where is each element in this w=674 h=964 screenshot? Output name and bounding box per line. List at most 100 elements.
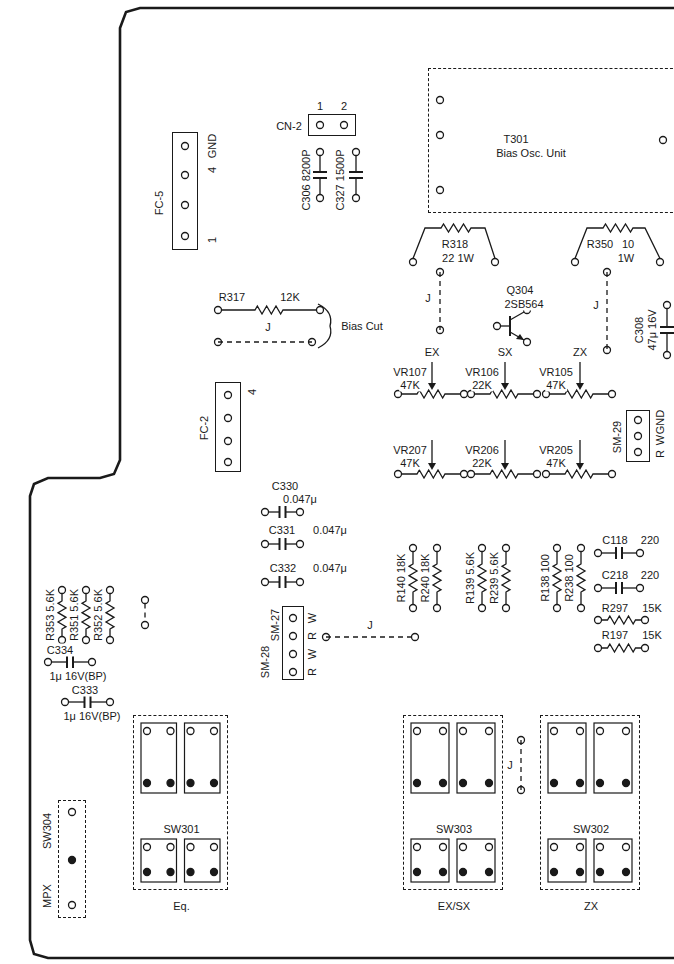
resistor-symbol bbox=[577, 552, 585, 605]
solder-pad bbox=[437, 132, 444, 139]
bracket bbox=[318, 304, 331, 348]
solder-pad bbox=[440, 780, 447, 787]
capacitor-plate bbox=[279, 506, 281, 518]
resistor-symbol bbox=[502, 552, 510, 605]
part-name: FC-5 bbox=[153, 190, 166, 216]
component-label: R139 5.6K bbox=[464, 551, 477, 605]
capacitor-plate bbox=[621, 547, 623, 559]
solder-pad bbox=[437, 187, 444, 194]
capacitor-lead bbox=[269, 511, 280, 512]
solder-pad bbox=[486, 728, 493, 735]
switch-contact bbox=[548, 723, 586, 793]
solder-pad bbox=[62, 699, 69, 706]
wiper-arrow bbox=[431, 362, 432, 384]
solder-pad bbox=[468, 391, 475, 398]
component-label: VR207 bbox=[392, 444, 428, 457]
solder-pad bbox=[107, 587, 114, 594]
solder-pad bbox=[623, 869, 630, 876]
solder-pad bbox=[543, 471, 550, 478]
component-label: C327 1500P bbox=[334, 148, 347, 211]
component-label: 0.047μ bbox=[282, 493, 318, 506]
part-caption: SM-28 bbox=[259, 645, 272, 679]
part-name: SW303 bbox=[435, 823, 473, 836]
capacitor-lead bbox=[286, 581, 297, 582]
solder-pad bbox=[434, 605, 441, 612]
solder-pad bbox=[460, 780, 467, 787]
solder-pad bbox=[414, 780, 421, 787]
capacitor-plate bbox=[615, 547, 617, 559]
solder-pad bbox=[578, 545, 585, 552]
component-label: EX bbox=[424, 346, 441, 359]
solder-pad bbox=[486, 780, 493, 787]
solder-pad bbox=[486, 844, 493, 851]
solder-pad bbox=[437, 97, 444, 104]
arrow-head bbox=[576, 383, 584, 390]
solder-pad bbox=[460, 844, 467, 851]
part-caption: MPX bbox=[41, 883, 54, 909]
wiper-arrow bbox=[579, 440, 580, 464]
part-caption: ZX bbox=[583, 900, 599, 913]
solder-pad bbox=[410, 259, 417, 266]
component-label: 15K bbox=[641, 629, 663, 642]
resistor-symbol bbox=[553, 552, 561, 605]
solder-pad bbox=[635, 449, 642, 456]
solder-pad bbox=[410, 605, 417, 612]
part-name: SW301 bbox=[162, 823, 200, 836]
component-label: R297 bbox=[601, 602, 629, 615]
capacitor-lead bbox=[319, 156, 320, 173]
solder-pad bbox=[182, 143, 189, 150]
solder-pad bbox=[167, 844, 174, 851]
solder-pad bbox=[211, 844, 218, 851]
resistor-symbol bbox=[478, 552, 486, 605]
solder-pad bbox=[317, 149, 324, 156]
solder-pad bbox=[144, 728, 151, 735]
wiper-arrow bbox=[504, 362, 505, 384]
module-outline: T301Bias Osc. Unit bbox=[428, 68, 674, 213]
switch-contact bbox=[411, 839, 449, 882]
solder-pad bbox=[225, 438, 232, 445]
solder-pad bbox=[623, 728, 630, 735]
component-label: J bbox=[366, 619, 374, 632]
component-label: R351 5.6K bbox=[68, 588, 81, 642]
component-label: VR107 bbox=[392, 366, 428, 379]
arrow-head bbox=[576, 463, 584, 470]
solder-pad bbox=[577, 869, 584, 876]
solder-pad bbox=[412, 634, 419, 641]
solder-pad bbox=[623, 844, 630, 851]
component-label: 22K bbox=[471, 379, 493, 392]
component-label: J bbox=[264, 321, 272, 334]
capacitor-lead bbox=[52, 661, 68, 662]
solder-pad bbox=[595, 645, 602, 652]
solder-pad bbox=[597, 869, 604, 876]
wiper-arrow bbox=[431, 440, 432, 464]
capacitor-lead bbox=[319, 178, 320, 195]
capacitor-lead bbox=[269, 581, 280, 582]
component-label: Q304 bbox=[506, 284, 535, 297]
solder-pad bbox=[494, 323, 501, 330]
solder-pad bbox=[187, 844, 194, 851]
component-label: R238 100 bbox=[563, 553, 576, 603]
solder-pad bbox=[543, 391, 550, 398]
capacitor-lead bbox=[269, 543, 280, 544]
solder-pad bbox=[664, 352, 671, 359]
connector-header: FC-5 bbox=[172, 132, 198, 250]
capacitor-plate bbox=[660, 326, 674, 328]
jumper-wire bbox=[326, 636, 415, 637]
component-label: R352 5.6K bbox=[92, 588, 105, 642]
solder-pad bbox=[211, 869, 218, 876]
capacitor-lead bbox=[602, 587, 617, 588]
solder-pad bbox=[609, 391, 616, 398]
solder-pad bbox=[211, 728, 218, 735]
solder-pad bbox=[144, 869, 151, 876]
solder-pad bbox=[623, 780, 630, 787]
component-label: GND bbox=[206, 133, 219, 159]
switch-outline: SW304MPX bbox=[58, 800, 86, 918]
solder-pad bbox=[524, 339, 531, 346]
arrow-head bbox=[516, 334, 524, 340]
solder-pad bbox=[211, 780, 218, 787]
solder-pad bbox=[503, 545, 510, 552]
capacitor-plate bbox=[279, 538, 281, 550]
board-outline bbox=[30, 8, 674, 958]
